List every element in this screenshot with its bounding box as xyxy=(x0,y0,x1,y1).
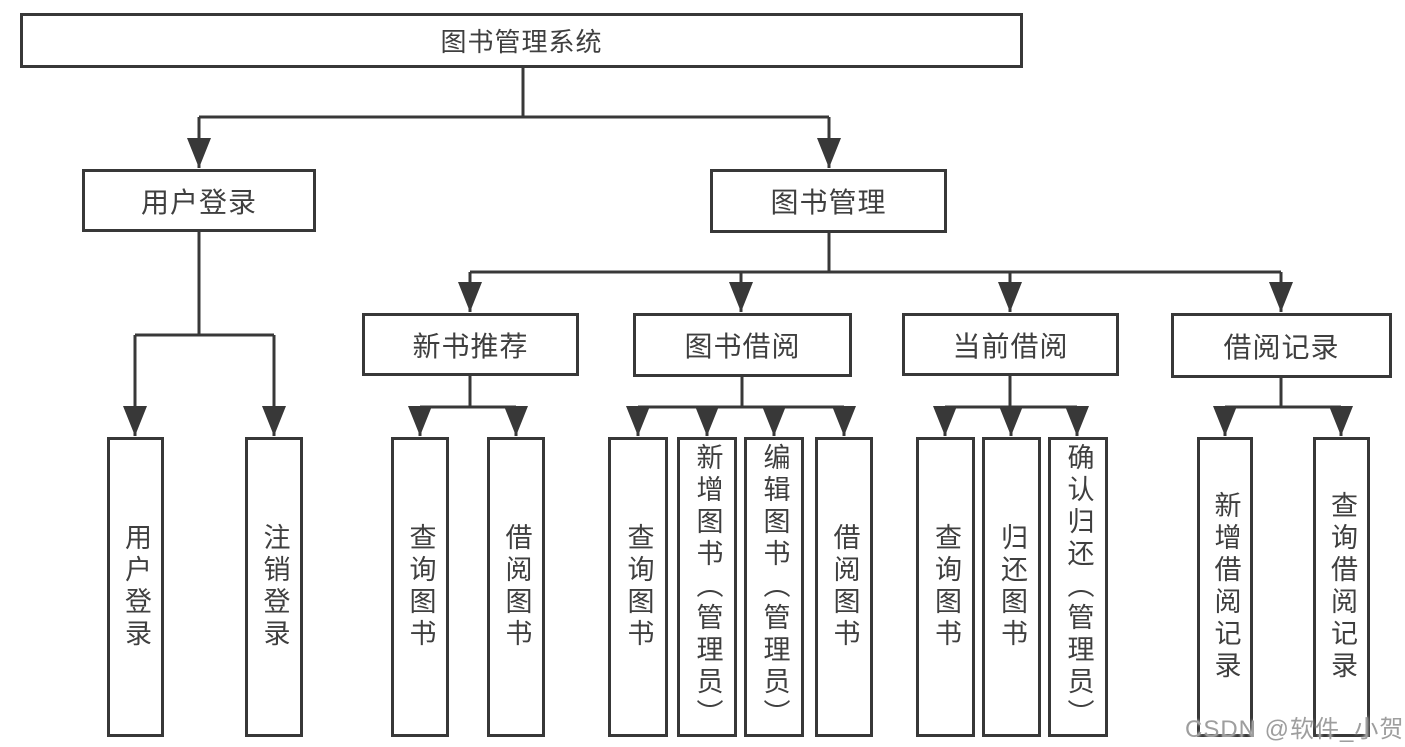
leaf-recommend-borrow-book: 借阅图书 xyxy=(487,437,545,737)
node-new-book-recommend: 新书推荐 xyxy=(362,313,579,376)
leaf-current-confirm-return-admin: 确认归还（管理员） xyxy=(1048,437,1108,737)
leaf-borrow-add-book-admin: 新增图书（管理员） xyxy=(677,437,737,737)
leaf-records-add-record: 新增借阅记录 xyxy=(1197,437,1253,737)
node-root-system: 图书管理系统 xyxy=(20,13,1023,68)
node-book-borrow: 图书借阅 xyxy=(633,313,852,377)
node-current-borrow: 当前借阅 xyxy=(902,313,1119,376)
leaf-user-login: 用户登录 xyxy=(107,437,164,737)
leaf-recommend-query-book: 查询图书 xyxy=(391,437,449,737)
leaf-logout: 注销登录 xyxy=(245,437,303,737)
csdn-watermark: CSDN @软件_小贺同学 xyxy=(1185,716,1405,743)
leaf-borrow-borrow-book: 借阅图书 xyxy=(815,437,873,737)
node-borrow-records: 借阅记录 xyxy=(1171,313,1392,378)
node-book-management: 图书管理 xyxy=(710,169,947,233)
leaf-borrow-query-book: 查询图书 xyxy=(608,437,668,737)
leaf-borrow-edit-book-admin: 编辑图书（管理员） xyxy=(744,437,804,737)
leaf-current-query-book: 查询图书 xyxy=(916,437,975,737)
leaf-current-return-book: 归还图书 xyxy=(982,437,1041,737)
leaf-records-query-record: 查询借阅记录 xyxy=(1313,437,1370,737)
node-user-login: 用户登录 xyxy=(82,169,316,232)
